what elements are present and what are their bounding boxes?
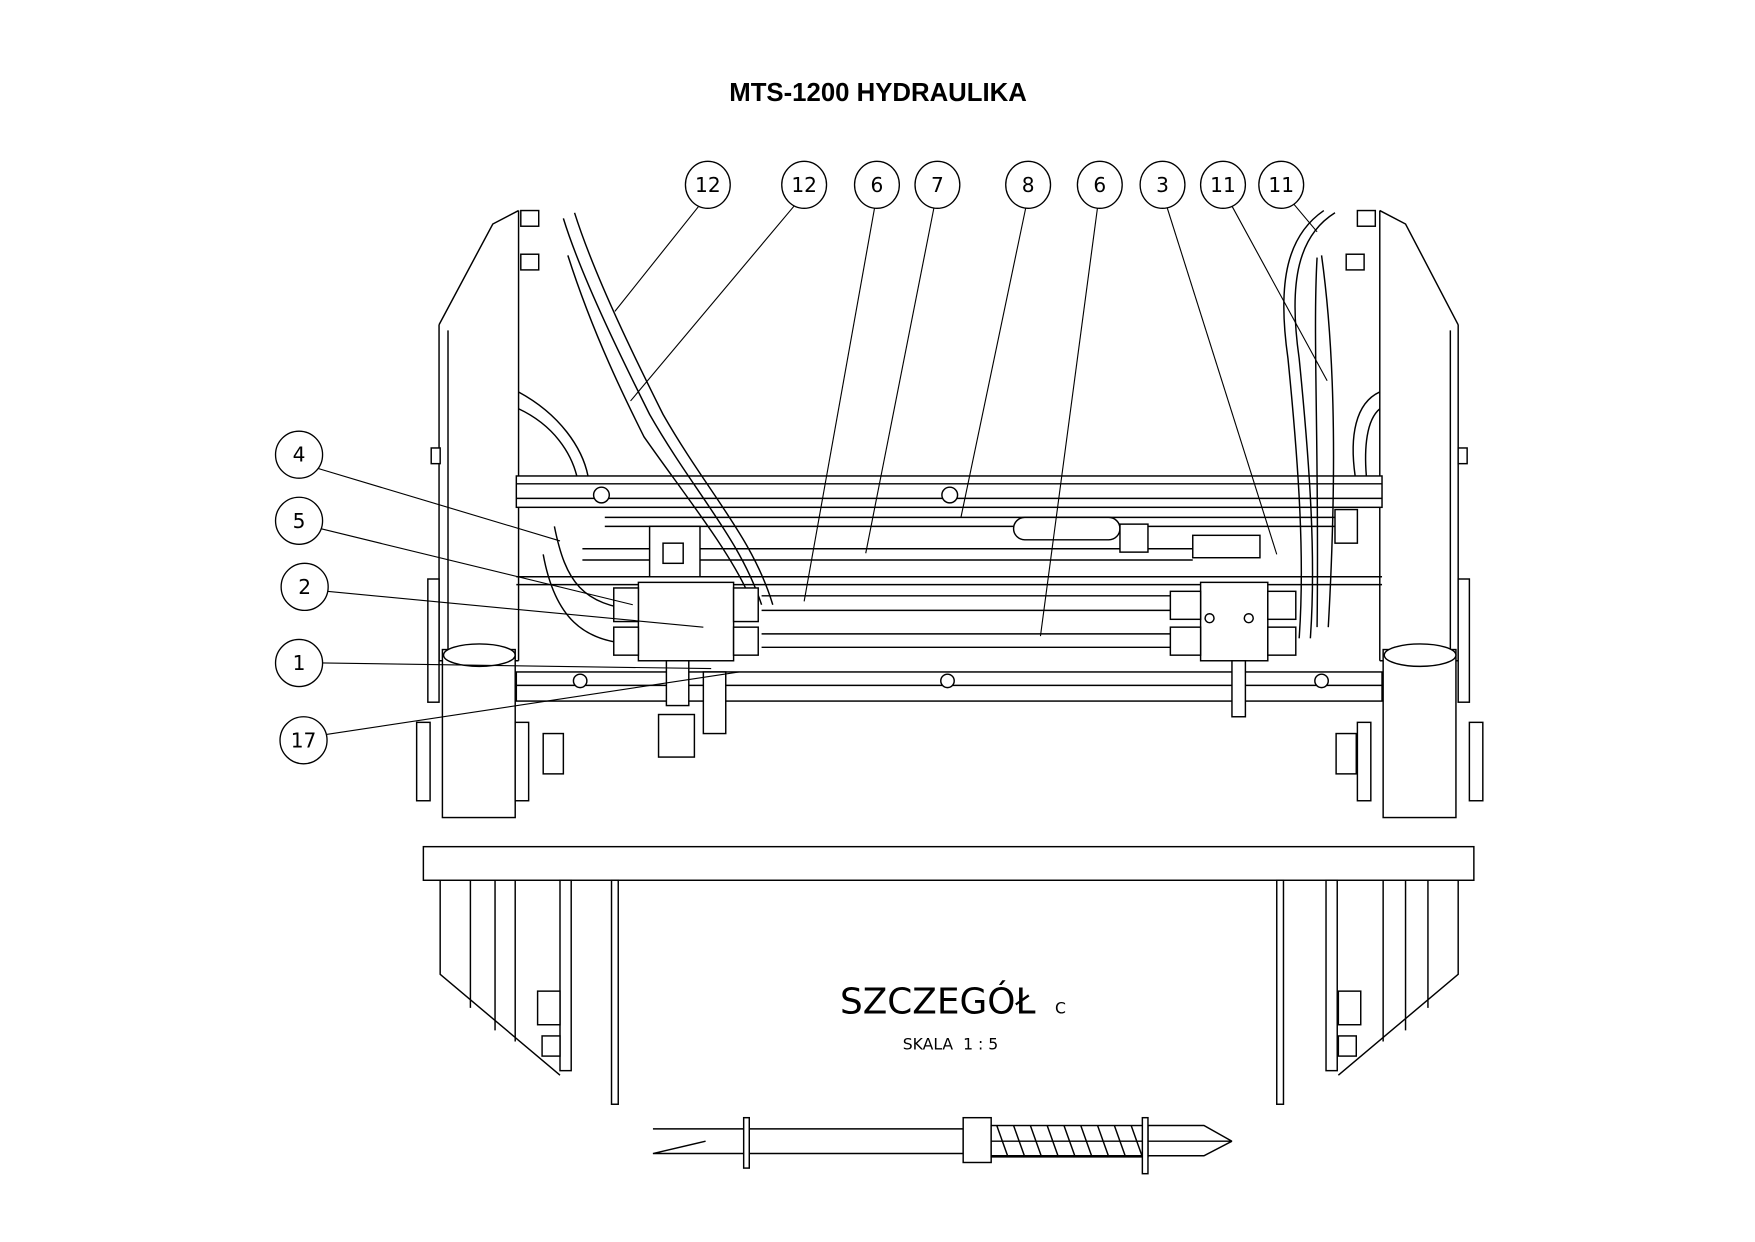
svg-text:7: 7 <box>931 173 944 197</box>
balloon: 8 <box>1005 160 1052 209</box>
svg-text:12: 12 <box>791 173 817 197</box>
balloon: 12 <box>781 160 828 209</box>
balloon: 7 <box>914 160 961 209</box>
svg-text:8: 8 <box>1022 173 1035 197</box>
svg-text:12: 12 <box>695 173 721 197</box>
svg-text:2: 2 <box>298 575 311 599</box>
balloon: 6 <box>853 160 901 209</box>
balloon: 12 <box>684 160 731 209</box>
balloon: 4 <box>274 430 324 479</box>
leader-lines <box>316 203 1328 736</box>
balloons-left: 4 5 2 1 17 <box>274 430 329 765</box>
balloon: 11 <box>1199 160 1247 209</box>
detail-label: SZCZEGÓŁ C SKALA 1 : 5 <box>840 981 1066 1054</box>
svg-text:11: 11 <box>1268 173 1294 197</box>
detail-title: SZCZEGÓŁ <box>840 981 1036 1023</box>
detail-scale: SKALA 1 : 5 <box>903 1034 999 1053</box>
svg-text:3: 3 <box>1156 173 1169 197</box>
svg-text:6: 6 <box>871 173 884 197</box>
svg-text:6: 6 <box>1093 173 1106 197</box>
svg-text:11: 11 <box>1210 173 1236 197</box>
drawing-title: MTS-1200 HYDRAULIKA <box>729 79 1027 107</box>
balloon: 11 <box>1258 160 1305 209</box>
balloons-top: 12 12 6 7 8 6 3 11 11 <box>684 160 1305 209</box>
svg-text:17: 17 <box>291 728 317 752</box>
svg-text:4: 4 <box>293 443 306 467</box>
hydraulic-hoses <box>518 209 1381 649</box>
balloon: 5 <box>274 496 324 545</box>
svg-text:1: 1 <box>293 651 306 675</box>
svg-text:5: 5 <box>293 509 306 533</box>
balloon: 3 <box>1139 160 1186 209</box>
balloon: 17 <box>279 716 328 765</box>
detail-c-pin <box>652 1116 1233 1175</box>
balloon: 2 <box>280 562 329 612</box>
valve-blocks <box>613 508 1359 758</box>
balloon: 6 <box>1076 160 1123 209</box>
machine-frame <box>415 209 1484 1105</box>
balloon: 1 <box>274 638 324 688</box>
detail-letter: C <box>1055 999 1066 1018</box>
